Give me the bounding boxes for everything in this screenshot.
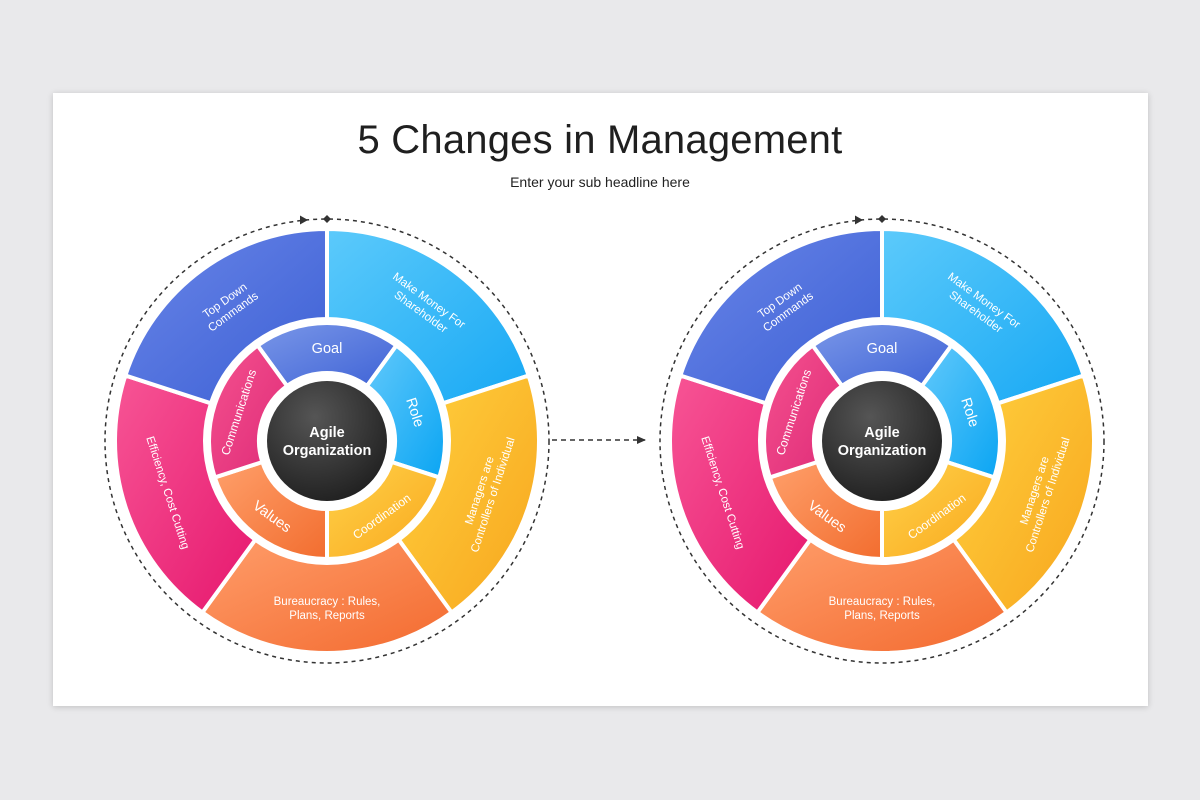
- cycle-arrow-icon: [855, 215, 863, 225]
- outer-segment-top-down-commands: [678, 227, 884, 406]
- outer-label-bureaucracy-rules-plans-reports: Bureaucracy : Rules,Plans, Reports: [829, 596, 936, 622]
- outer-label-bureaucracy-rules-plans-reports: Bureaucracy : Rules,Plans, Reports: [274, 596, 381, 622]
- cycle-diamond-icon: [878, 215, 886, 223]
- cycle-arrow-icon: [300, 215, 308, 225]
- inner-segment-communications: [762, 343, 845, 480]
- outer-segment-bureaucracy-rules-plans-reports: [755, 537, 1009, 655]
- outer-segment-managers-are-controllers-of-individual: [396, 373, 541, 615]
- page-subtitle: Enter your sub headline here: [510, 174, 690, 190]
- dashed-cycle-circle: [659, 218, 1105, 664]
- dashed-cycle-circle: [104, 218, 550, 664]
- outer-segment-managers-are-controllers-of-individual: [951, 373, 1096, 615]
- outer-segment-efficiency-cost-cutting: [113, 373, 258, 615]
- page-title: 5 Changes in Management: [357, 118, 843, 162]
- cycle-diamond-icon: [323, 215, 331, 223]
- outer-segment-make-money-for-shareholder: [880, 227, 1086, 406]
- outer-segment-efficiency-cost-cutting: [668, 373, 813, 615]
- outer-segment-top-down-commands: [123, 227, 329, 406]
- inner-label-goal: Goal: [312, 341, 343, 357]
- outer-segment-make-money-for-shareholder: [325, 227, 531, 406]
- outer-segment-bureaucracy-rules-plans-reports: [200, 537, 454, 655]
- inner-label-goal: Goal: [867, 341, 898, 357]
- center-circle: [822, 381, 942, 501]
- center-circle: [267, 381, 387, 501]
- inner-segment-communications: [207, 343, 290, 480]
